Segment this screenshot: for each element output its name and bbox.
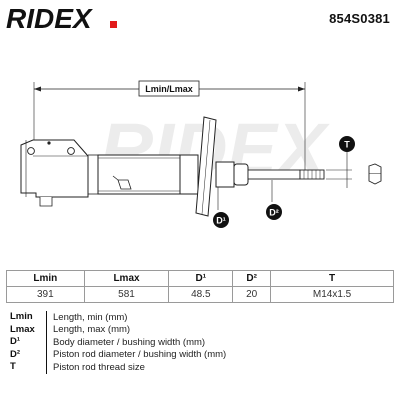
upper-tube — [179, 154, 199, 195]
spec-table-value-row: 391 581 48.5 20 M14x1.5 — [6, 286, 394, 303]
value-d2: 20 — [232, 286, 272, 303]
legend-key: Lmax — [10, 323, 47, 336]
legend-row-t: T Piston rod thread size — [10, 361, 390, 374]
col-header-t: T — [270, 270, 394, 287]
d2-badge — [266, 204, 282, 220]
logo-text: RIDEX — [6, 4, 94, 32]
legend-row-d1: D¹ Body diameter / bushing width (mm) — [10, 336, 390, 349]
d1-label: D¹ — [216, 216, 226, 226]
legend-key: Lmin — [10, 311, 47, 324]
d2-label: D² — [269, 208, 279, 218]
header: RIDEX 854S0381 — [0, 0, 400, 38]
shock-body — [97, 154, 181, 195]
part-number: 854S0381 — [329, 11, 390, 26]
legend: Lmin Length, min (mm) Lmax Length, max (… — [10, 311, 390, 374]
col-header-lmax: Lmax — [83, 270, 170, 287]
dimension-arrow-right — [298, 86, 305, 92]
spec-table: Lmin Lmax D¹ D² T 391 581 48.5 20 M14x1.… — [6, 270, 394, 303]
legend-description: Length, max (mm) — [53, 324, 131, 336]
legend-key: D² — [10, 348, 47, 361]
legend-description: Length, min (mm) — [53, 311, 128, 323]
legend-description: Body diameter / bushing width (mm) — [53, 336, 206, 348]
mount-hole-upper-right — [67, 147, 75, 155]
dimension-label-box — [138, 80, 200, 97]
hose-bracket-arm — [112, 175, 119, 181]
mount-hole-upper-left — [27, 147, 35, 155]
legend-row-lmax: Lmax Length, max (mm) — [10, 323, 390, 336]
bushing — [215, 161, 235, 188]
logo-accent-mark — [110, 21, 117, 28]
col-header-d2: D² — [232, 270, 272, 287]
t-label: T — [344, 140, 350, 150]
legend-description: Piston rod thread size — [53, 361, 145, 373]
value-lmin: 391 — [6, 286, 85, 303]
dimension-label: Lmin/Lmax — [145, 84, 193, 94]
bump-stop — [233, 163, 249, 186]
t-badge — [339, 136, 355, 152]
mount-detail-dot — [47, 141, 51, 145]
legend-row-lmin: Lmin Length, min (mm) — [10, 311, 390, 324]
nut-icon — [368, 163, 382, 185]
legend-row-d2: D² Piston rod diameter / bushing width (… — [10, 348, 390, 361]
col-header-lmin: Lmin — [6, 270, 85, 287]
hose-bracket — [117, 179, 132, 190]
shock-absorber-drawing: RIDEX Lmin/Lmax D¹ D² T — [20, 80, 382, 228]
value-d1: 48.5 — [168, 286, 234, 303]
value-lmax: 581 — [83, 286, 170, 303]
d1-badge — [213, 212, 229, 228]
legend-key: D¹ — [10, 336, 47, 349]
col-header-d1: D¹ — [168, 270, 234, 287]
spec-table-header-row: Lmin Lmax D¹ D² T — [6, 270, 394, 287]
value-t: M14x1.5 — [270, 286, 394, 303]
ridex-logo: RIDEX — [6, 4, 117, 32]
bracket-tab — [39, 197, 53, 207]
dimension-arrow-left — [34, 86, 41, 92]
legend-description: Piston rod diameter / bushing width (mm) — [53, 349, 227, 361]
spring-seat-edge — [201, 119, 211, 215]
piston-rod — [247, 169, 301, 180]
legend-key: T — [10, 361, 47, 374]
